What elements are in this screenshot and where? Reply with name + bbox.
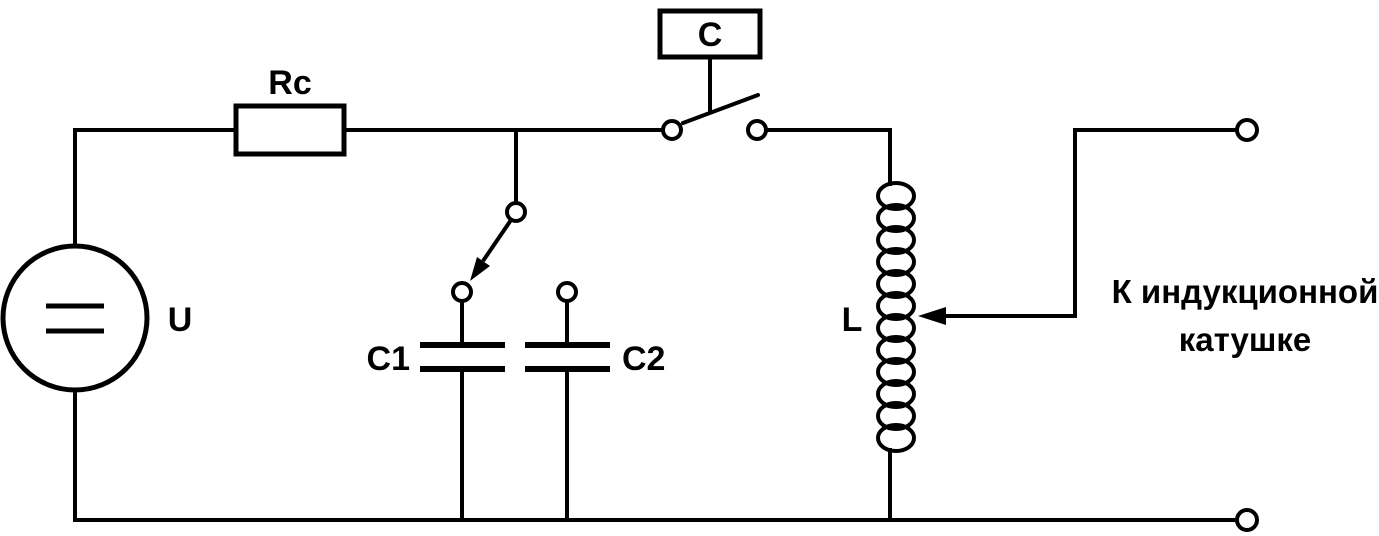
breaker-switch xyxy=(657,8,768,141)
terminal-bottom-right xyxy=(1235,508,1259,532)
wires xyxy=(73,128,1239,522)
annotation-text: К индукционной катушке xyxy=(1112,273,1379,358)
selector-arrowhead-icon xyxy=(470,257,490,281)
switch-left-contact xyxy=(661,119,683,141)
coil-loop xyxy=(876,401,916,431)
inductor-label: L xyxy=(842,301,863,339)
coil-loop xyxy=(876,181,916,211)
coil-loop xyxy=(876,423,916,453)
tap-arrowhead-icon xyxy=(918,307,946,325)
cap1-contact xyxy=(451,281,473,303)
capacitor-c2 xyxy=(525,342,610,372)
voltage-source-circle xyxy=(0,243,150,393)
breaker-box xyxy=(657,8,763,60)
capacitor-selector-switch xyxy=(451,201,578,303)
resistor-label: Rc xyxy=(268,64,311,102)
coil-loop xyxy=(876,379,916,409)
capacitor-c1 xyxy=(420,342,505,372)
annotation-line1: К индукционной xyxy=(1112,273,1379,310)
source-label: U xyxy=(168,301,193,339)
coil-loop xyxy=(876,225,916,255)
cap2-contact xyxy=(556,281,578,303)
terminal-top-right xyxy=(1235,118,1259,142)
switch-right-contact xyxy=(746,119,768,141)
resistor-body xyxy=(233,103,347,157)
selector-blade xyxy=(481,218,513,263)
coil-loop xyxy=(876,313,916,343)
capacitor2-label: C2 xyxy=(622,340,665,378)
capacitor1-label: C1 xyxy=(367,340,410,378)
breaker-label: C xyxy=(698,16,723,54)
annotation-line2: катушке xyxy=(1179,321,1312,358)
coil-loop xyxy=(876,357,916,387)
coil-loop xyxy=(876,269,916,299)
coil-loop xyxy=(876,335,916,365)
inductor-coil xyxy=(876,181,916,453)
coil-loop xyxy=(876,247,916,277)
coil-loop xyxy=(876,291,916,321)
switch-blade xyxy=(681,93,760,125)
coil-loop xyxy=(876,203,916,233)
voltage-source xyxy=(0,243,150,393)
selector-pivot-contact xyxy=(505,201,527,223)
